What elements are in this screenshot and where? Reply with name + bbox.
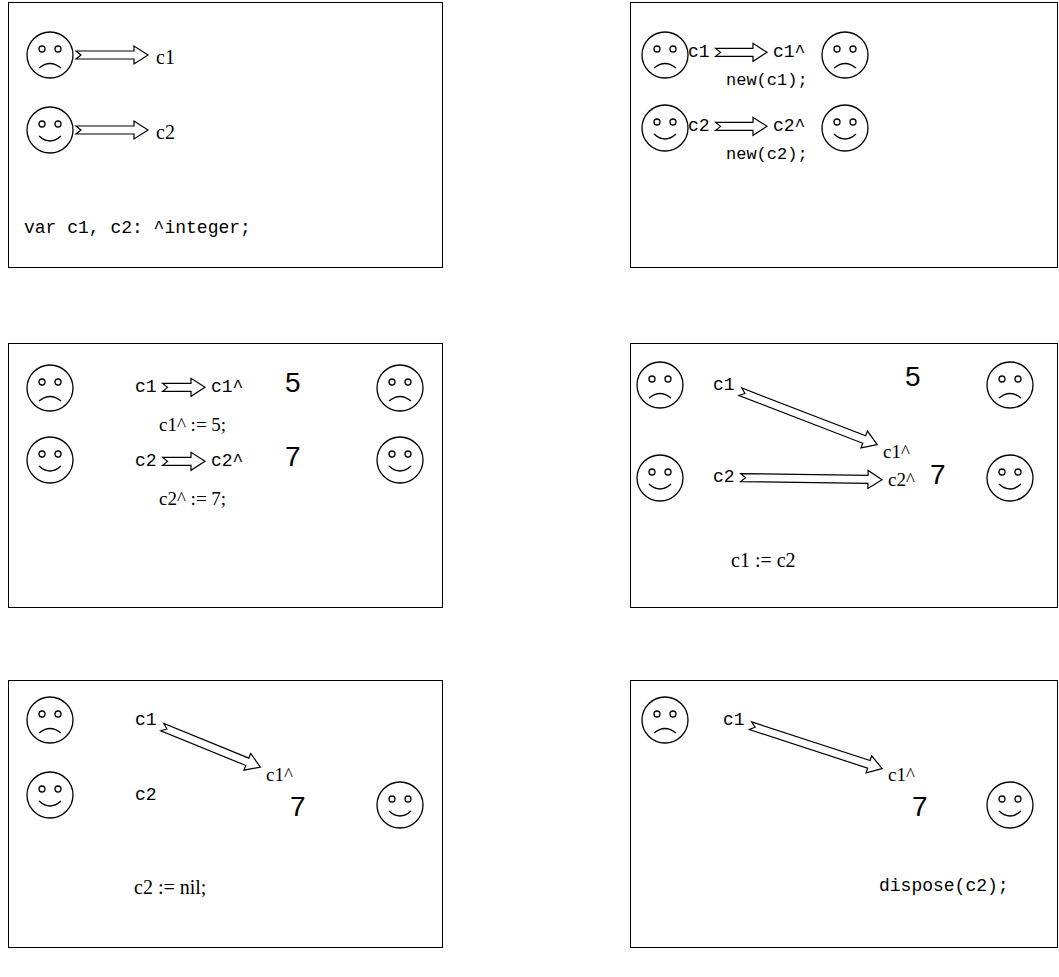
code-panel: c2 := nil; c1 c1^ c2	[8, 680, 443, 948]
happy-face	[822, 105, 868, 151]
variable-text: c1	[723, 710, 745, 730]
variable-name: c2^	[209, 450, 245, 473]
variable-text: c2^	[773, 116, 805, 136]
pointer-arrow	[163, 378, 205, 396]
code-panel: c1 := c2 c1 c1^ c2 c2^	[630, 343, 1058, 608]
sad-face	[27, 365, 73, 411]
stored-value: 7	[290, 792, 306, 823]
happy-face	[27, 437, 73, 483]
variable-text: c2	[135, 785, 157, 805]
variable-text: c1^	[773, 42, 805, 62]
variable-name: c1	[721, 709, 747, 732]
code-panel: c1^ := 5; c2^ := 7; c1 c1^ c2 c2^	[8, 343, 443, 608]
variable-text: c2^	[211, 451, 243, 471]
variable-text: c1	[135, 710, 157, 730]
code-line: c1 := c2	[731, 549, 796, 571]
variable-name: c1^	[264, 763, 295, 787]
pointer-arrow	[716, 117, 767, 135]
happy-face	[27, 107, 73, 153]
pointer-arrow	[741, 470, 882, 488]
sad-face	[637, 362, 683, 408]
variable-text: c1	[135, 377, 157, 397]
pointer-arrow	[76, 121, 148, 139]
code-line: new(c1);	[726, 71, 808, 90]
stored-value: 5	[905, 362, 921, 393]
code-panel: new(c1); new(c2); c1 c1^ c2 c2^	[630, 2, 1058, 268]
variable-name: c1	[133, 376, 159, 399]
happy-face	[637, 455, 683, 501]
code-line-holder: dispose(c2);	[879, 876, 1009, 897]
variable-name: c1	[686, 41, 712, 64]
sad-face	[27, 32, 73, 78]
happy-face	[987, 782, 1033, 828]
sad-face	[642, 32, 688, 78]
code-line: dispose(c2);	[879, 876, 1009, 896]
variable-text: c1^	[266, 764, 293, 785]
variable-name: c2	[154, 120, 177, 145]
variable-text: c1	[688, 42, 710, 62]
happy-face	[377, 782, 423, 828]
sad-face	[987, 362, 1033, 408]
happy-face	[642, 105, 688, 151]
variable-name: c2	[711, 466, 737, 489]
variable-name: c2	[686, 115, 712, 138]
variable-text: c2	[135, 451, 157, 471]
sad-face	[27, 697, 73, 743]
code-line-holder: var c1, c2: ^integer;	[24, 218, 251, 239]
stored-value: 5	[285, 368, 301, 399]
sad-face	[377, 365, 423, 411]
code-line: var c1, c2: ^integer;	[24, 218, 251, 238]
variable-name: c2	[133, 784, 159, 807]
variable-text: c1^	[883, 441, 910, 462]
happy-face	[377, 437, 423, 483]
variable-name: c1^	[881, 440, 912, 464]
variable-text: c1^	[888, 764, 915, 785]
code-panel: dispose(c2); c1 c1^	[630, 680, 1058, 948]
variable-name: c2^	[771, 115, 807, 138]
variable-name: c1	[711, 374, 737, 397]
code-line: new(c2);	[726, 145, 808, 164]
variable-name: c1	[133, 709, 159, 732]
pointer-arrow	[161, 723, 260, 770]
code-line-holder: new(c1);	[726, 71, 808, 91]
variable-text: c2^	[888, 469, 915, 490]
variable-text: c2	[156, 121, 175, 143]
variable-text: c1	[713, 375, 735, 395]
code-panel: var c1, c2: ^integer; c1 c2	[8, 2, 443, 268]
pointer-arrow	[739, 388, 877, 448]
variable-name: c1^	[209, 376, 245, 399]
sad-face	[822, 32, 868, 78]
code-line: c2^ := 7;	[159, 488, 226, 509]
variable-name: c1^	[886, 763, 917, 787]
pointer-arrow	[716, 43, 767, 61]
pointer-arrow	[76, 46, 148, 64]
variable-text: c1^	[211, 377, 243, 397]
code-line-holder: c1 := c2	[731, 549, 796, 572]
variable-text: c1	[156, 46, 175, 68]
happy-face	[27, 772, 73, 818]
happy-face	[987, 455, 1033, 501]
variable-name: c1^	[771, 41, 807, 64]
code-line: c1^ := 5;	[159, 414, 226, 435]
stored-value: 7	[912, 792, 928, 823]
variable-text: c2	[688, 116, 710, 136]
code-line-holder: c2^ := 7;	[159, 488, 226, 510]
code-line-holder: c2 := nil;	[134, 876, 206, 899]
stored-value: 7	[930, 460, 946, 491]
sad-face	[642, 697, 688, 743]
variable-name: c2	[133, 450, 159, 473]
variable-name: c1	[154, 45, 177, 70]
variable-text: c2	[713, 467, 735, 487]
code-line: c2 := nil;	[134, 876, 206, 898]
variable-name: c2^	[886, 468, 917, 492]
stored-value: 7	[285, 442, 301, 473]
code-line-holder: new(c2);	[726, 145, 808, 165]
pointer-arrow	[749, 722, 882, 773]
code-line-holder: c1^ := 5;	[159, 414, 226, 436]
pointer-arrow	[163, 452, 205, 470]
